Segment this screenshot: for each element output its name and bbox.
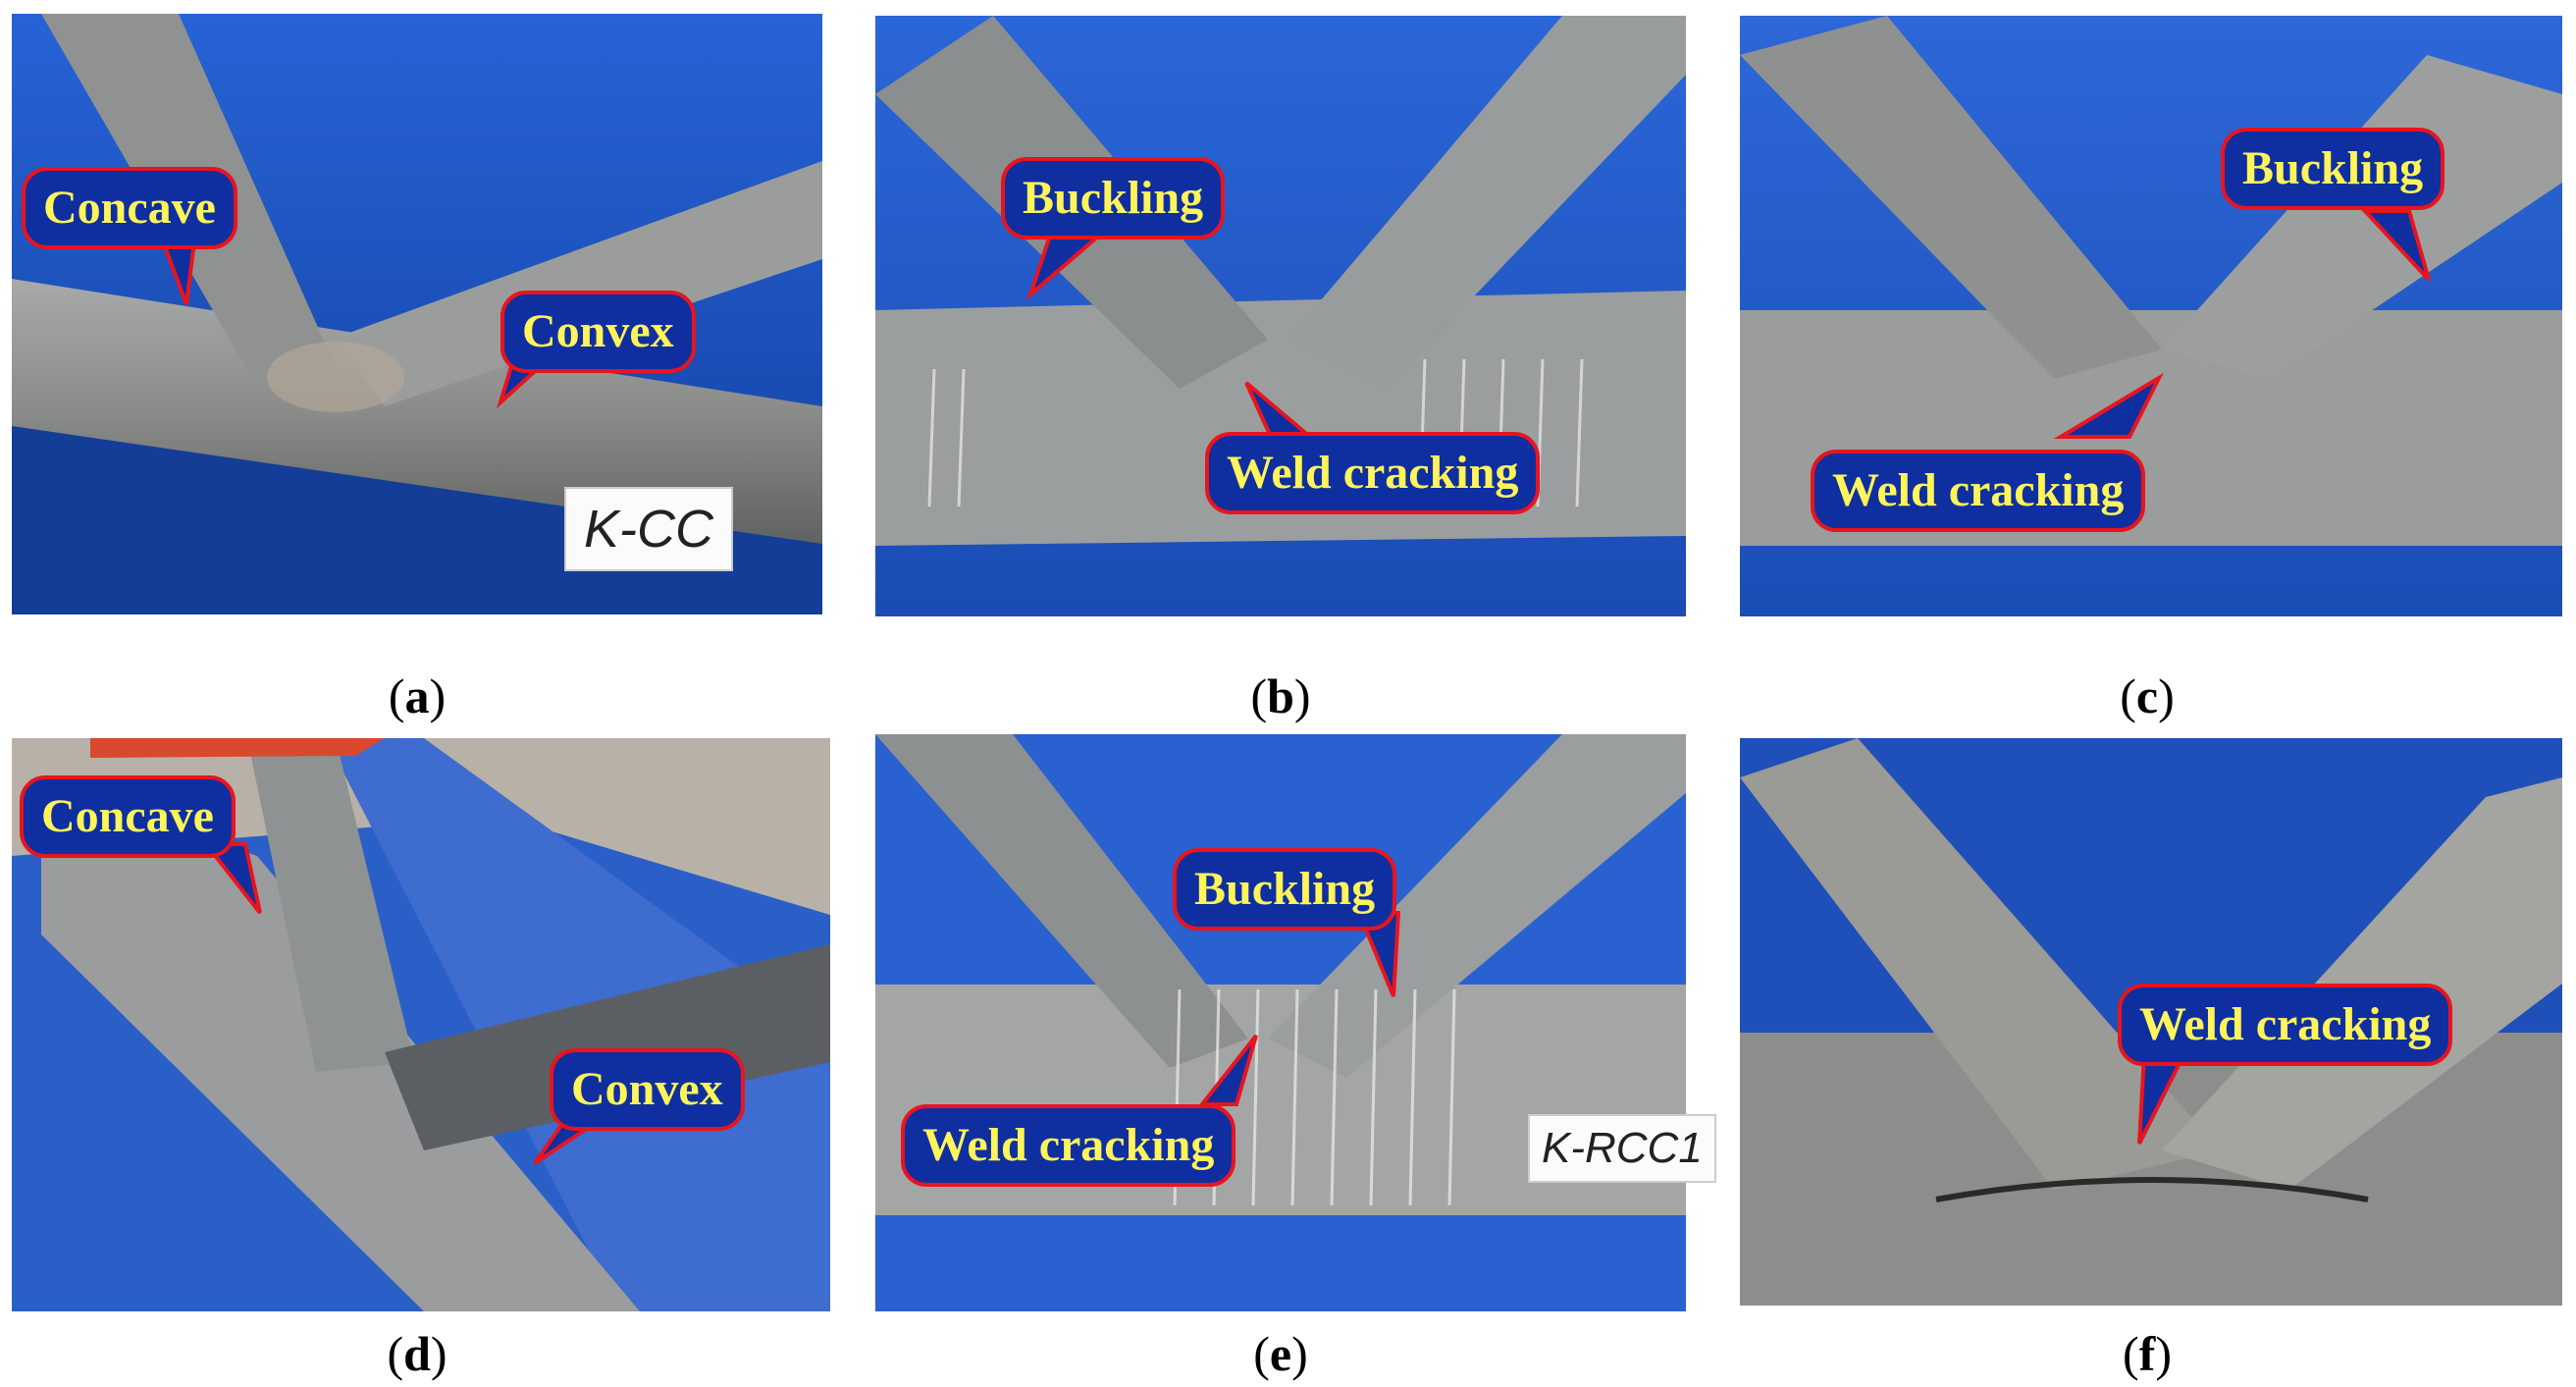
caption-a: (a) [388, 668, 447, 723]
callout-convex-d: Convex [550, 1048, 745, 1131]
caption-d: (d) [387, 1326, 447, 1381]
callout-buckling-e: Buckling [1173, 848, 1397, 931]
callout-tail-weld-c [2053, 372, 2164, 439]
caption-f: (f) [2123, 1326, 2172, 1381]
callout-weld-cracking-e: Weld cracking [901, 1104, 1236, 1187]
photo-panel-e [875, 734, 1686, 1311]
callout-weld-cracking-f: Weld cracking [2118, 984, 2453, 1066]
photo-panel-c [1740, 16, 2562, 616]
callout-concave-a: Concave [22, 167, 237, 249]
specimen-tag-k-cc: K-CC [564, 487, 733, 571]
callout-convex-a: Convex [500, 291, 696, 373]
callout-tail-buckling-b [1025, 234, 1105, 301]
callout-buckling-c: Buckling [2221, 128, 2445, 210]
caption-c: (c) [2120, 668, 2175, 723]
photo-e-scene [875, 734, 1686, 1311]
callout-tail-weld-e [1197, 1034, 1258, 1106]
callout-weld-cracking-b: Weld cracking [1205, 432, 1541, 514]
specimen-tag-k-rcc1: K-RCC1 [1528, 1114, 1716, 1183]
caption-e: (e) [1253, 1326, 1308, 1381]
callout-tail-weld-f [2137, 1053, 2187, 1145]
caption-b: (b) [1250, 668, 1311, 723]
callout-tail-buckling-c [2360, 209, 2431, 282]
callout-buckling-b: Buckling [1001, 157, 1226, 240]
callout-concave-d: Concave [20, 775, 236, 858]
callout-weld-cracking-c: Weld cracking [1811, 450, 2146, 532]
photo-b-scene [875, 16, 1686, 616]
photo-panel-b [875, 16, 1686, 616]
